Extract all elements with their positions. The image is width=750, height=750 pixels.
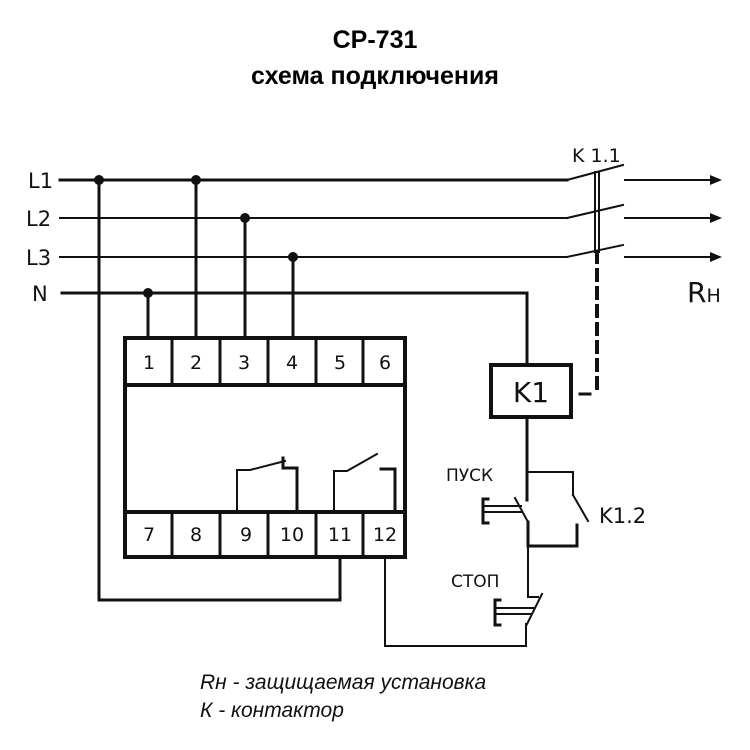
start-button-contact <box>513 496 530 524</box>
line-label-L2: L2 <box>26 207 51 231</box>
start-button-label: ПУСК <box>446 466 493 486</box>
aux-contact-K1-2 <box>571 493 590 523</box>
junction-dot <box>94 175 104 185</box>
terminal-8: 8 <box>190 524 202 546</box>
stop-button-label: СТОП <box>451 572 499 592</box>
terminal-2: 2 <box>190 352 202 374</box>
junction-dot <box>191 175 201 185</box>
load-label-subscript: H <box>706 285 720 307</box>
terminal-10: 10 <box>280 524 304 546</box>
terminal-1: 1 <box>143 352 155 374</box>
arrowhead <box>710 175 722 185</box>
terminal-9: 9 <box>240 524 252 546</box>
diagram-title: CP-731 <box>332 26 418 54</box>
line-label-L1: L1 <box>28 169 53 193</box>
load-label: RH <box>687 276 721 309</box>
wire-12-to-stop <box>384 556 527 647</box>
main-contacts-label: K 1.1 <box>572 145 621 167</box>
terminal-5: 5 <box>334 352 346 374</box>
terminal-7: 7 <box>143 524 155 546</box>
load-label-main: R <box>687 276 706 309</box>
terminal-3: 3 <box>238 352 250 374</box>
terminal-4: 4 <box>286 352 298 374</box>
contactor-coil-box <box>489 363 573 419</box>
wire-N <box>60 291 529 367</box>
line-label-L3: L3 <box>26 246 51 270</box>
junction-dot <box>240 213 250 223</box>
aux-contact-label: K1.2 <box>599 504 646 528</box>
stop-button-contact <box>524 592 544 628</box>
terminal-6: 6 <box>379 352 391 374</box>
legend-contactor: К - контактор <box>200 699 344 722</box>
relay-contact-9-10 <box>236 459 287 511</box>
terminal-12: 12 <box>373 524 397 546</box>
relay-body <box>123 336 407 559</box>
stop-button-actuator <box>493 598 502 627</box>
contactor-coil-label: K1 <box>513 376 549 409</box>
arrowhead <box>710 213 722 223</box>
diagram-subtitle: схема подключения <box>251 62 499 90</box>
relay-contact-11-12 <box>333 452 379 511</box>
arrowhead <box>710 252 722 262</box>
line-label-N: N <box>32 282 48 306</box>
terminal-11: 11 <box>328 524 352 546</box>
junction-dot <box>288 252 298 262</box>
junction-dot <box>143 288 153 298</box>
legend-load: Rн - защищаемая установка <box>200 671 487 694</box>
wire-L1-to-11 <box>97 178 342 602</box>
